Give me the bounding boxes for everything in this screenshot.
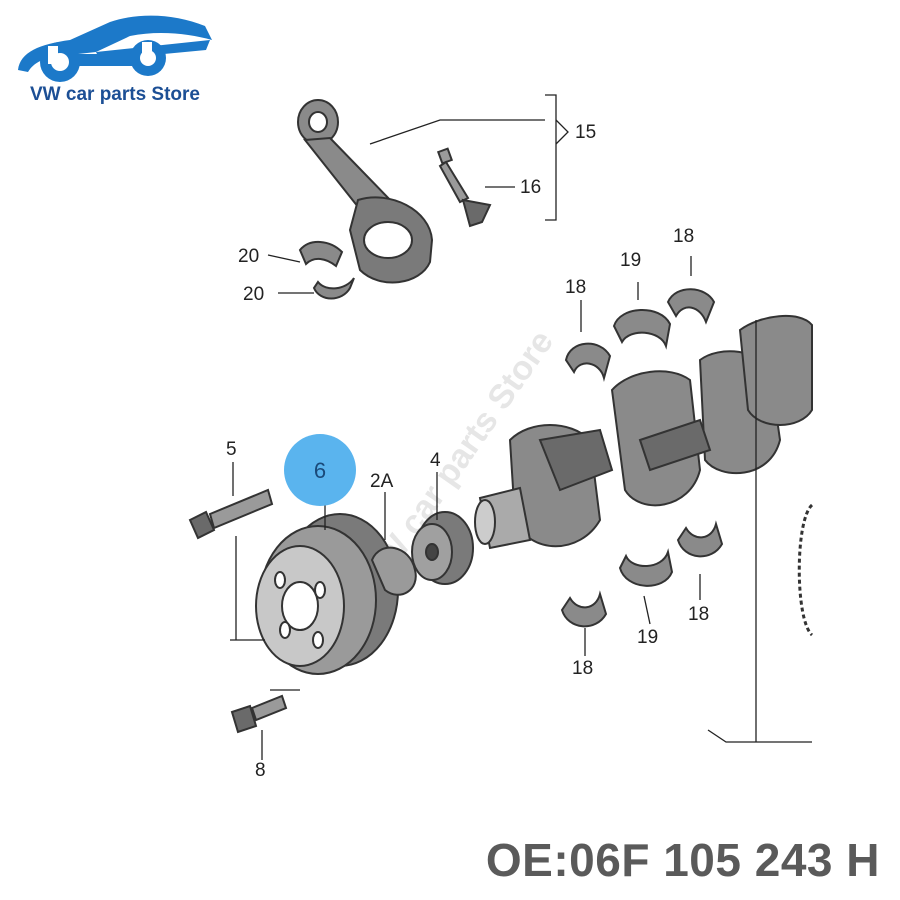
- washer-part: [370, 546, 417, 596]
- callout-15: 15: [575, 122, 596, 143]
- thrust-washer: [676, 520, 724, 558]
- pulley-bolt-part: [188, 488, 274, 540]
- leader-lines: [230, 94, 812, 760]
- callout-8: 8: [255, 760, 266, 781]
- store-name: VW car parts Store: [30, 84, 200, 105]
- bearing-shell-upper: [298, 241, 344, 268]
- main-bearing-shell: [618, 548, 674, 587]
- callout-6-label: 6: [314, 458, 326, 483]
- callout-5: 5: [226, 439, 237, 460]
- callout-20-upper: 20: [238, 246, 259, 267]
- callout-19-b: 19: [637, 627, 658, 648]
- lower-bolt-part: [230, 694, 288, 734]
- callout-4: 4: [430, 450, 441, 471]
- crankshaft-part: [474, 314, 813, 550]
- callout-20-lower: 20: [243, 284, 264, 305]
- bearing-shell-lower: [312, 277, 355, 300]
- highlight-circle: [284, 434, 356, 506]
- thrust-washer: [560, 590, 608, 628]
- callout-18-a: 18: [565, 277, 586, 298]
- thrust-washer: [666, 288, 716, 325]
- callout-16: 16: [520, 177, 541, 198]
- callout-19-a: 19: [620, 250, 641, 271]
- part-number: OE:06F 105 243 H: [485, 834, 880, 886]
- callout-18-c: 18: [688, 604, 709, 625]
- callout-2a: 2A: [370, 471, 394, 492]
- flywheel-edge: [797, 503, 814, 637]
- callout-18-b: 18: [673, 226, 694, 247]
- thrust-washer: [564, 342, 612, 382]
- callout-18-d: 18: [572, 658, 593, 679]
- car-wrench-logo-icon: [18, 15, 212, 82]
- crankshaft-sprocket-part: [411, 511, 474, 585]
- vibration-damper-pulley-part: [255, 513, 399, 675]
- main-bearing-shell: [612, 309, 672, 350]
- connecting-rod-part: [297, 99, 434, 284]
- rod-bolt-part: [436, 147, 492, 228]
